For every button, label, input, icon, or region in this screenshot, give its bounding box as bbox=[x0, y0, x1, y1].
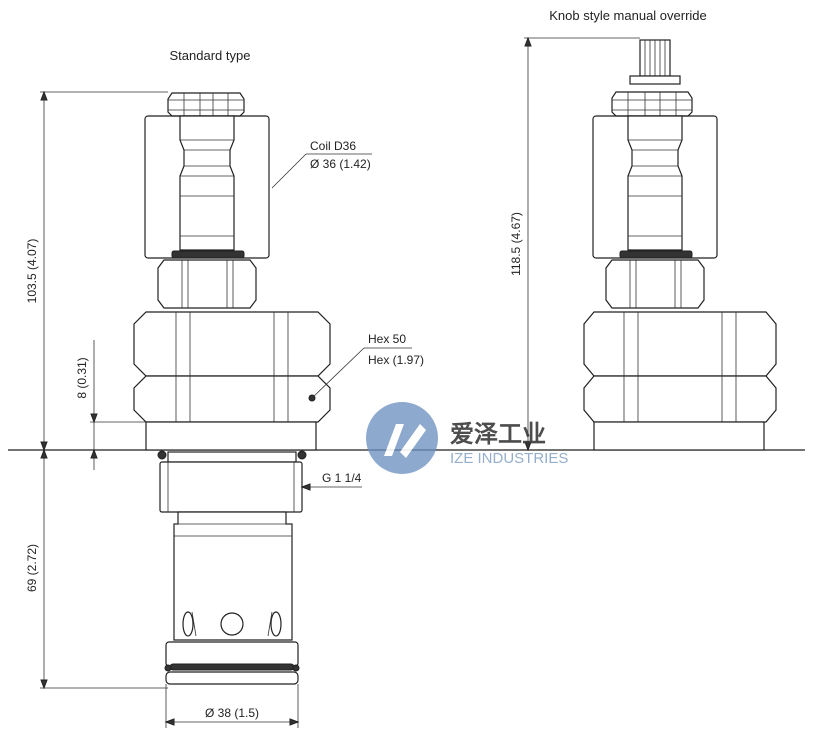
knob-stem bbox=[627, 115, 683, 251]
standard-valve bbox=[133, 92, 331, 685]
callout-thread: G 1 1/4 bbox=[322, 471, 362, 485]
knob-valve bbox=[583, 39, 777, 451]
hex-body-lower bbox=[133, 375, 331, 423]
knob-hex-body-lower bbox=[583, 375, 777, 423]
dim-diameter: Ø 38 (1.5) bbox=[205, 706, 259, 720]
knob-small-hex-nut bbox=[605, 259, 705, 309]
callout-hex-line1: Hex 50 bbox=[368, 332, 406, 346]
dim-flange: 8 (0.31) bbox=[75, 357, 89, 398]
callout-hex-line2: Hex (1.97) bbox=[368, 353, 424, 367]
flange bbox=[145, 421, 317, 451]
watermark-en: IZE INDUSTRIES bbox=[450, 450, 568, 467]
seal-dot-right bbox=[297, 450, 307, 460]
seal-dot-left bbox=[157, 450, 167, 460]
small-hex-nut bbox=[157, 259, 257, 309]
dim-height-upper: 103.5 (4.07) bbox=[25, 239, 39, 304]
knob-top-nut bbox=[611, 91, 693, 117]
callout-coil-line1: Coil D36 bbox=[310, 139, 356, 153]
ize-logo-icon bbox=[366, 402, 438, 474]
port-left bbox=[182, 611, 194, 637]
knob-hex-body-upper bbox=[583, 311, 777, 377]
title-knob-override: Knob style manual override bbox=[549, 8, 707, 23]
stem bbox=[179, 115, 235, 251]
bottom-seal-groove bbox=[165, 641, 299, 667]
cartridge-body bbox=[173, 511, 293, 641]
seal-ring-upper bbox=[171, 250, 245, 259]
dim-height-knob: 118.5 (4.67) bbox=[509, 212, 523, 276]
dimensions-right: 118.5 (4.67) bbox=[509, 36, 640, 452]
dimensions-left: 103.5 (4.07) 69 (2.72) 8 (0.31) Ø 38 (1.… bbox=[25, 90, 300, 728]
hex-body-upper bbox=[133, 311, 331, 377]
dim-height-lower: 69 (2.72) bbox=[25, 544, 39, 592]
watermark-cn: 爱泽工业 bbox=[450, 420, 546, 448]
top-nut bbox=[167, 92, 245, 117]
port-right bbox=[270, 611, 282, 637]
title-standard-type: Standard type bbox=[170, 48, 251, 63]
callout-coil-line2: Ø 36 (1.42) bbox=[310, 157, 371, 171]
bottom-cap bbox=[165, 671, 299, 685]
watermark: 爱泽工业 IZE INDUSTRIES bbox=[366, 402, 568, 474]
knob-flange bbox=[593, 421, 765, 451]
callouts-left: Coil D36 Ø 36 (1.42) Hex 50 Hex (1.97) G… bbox=[271, 139, 424, 491]
thread-section bbox=[159, 461, 303, 513]
seal-ring-lower bbox=[169, 663, 295, 671]
port-center bbox=[220, 612, 244, 636]
